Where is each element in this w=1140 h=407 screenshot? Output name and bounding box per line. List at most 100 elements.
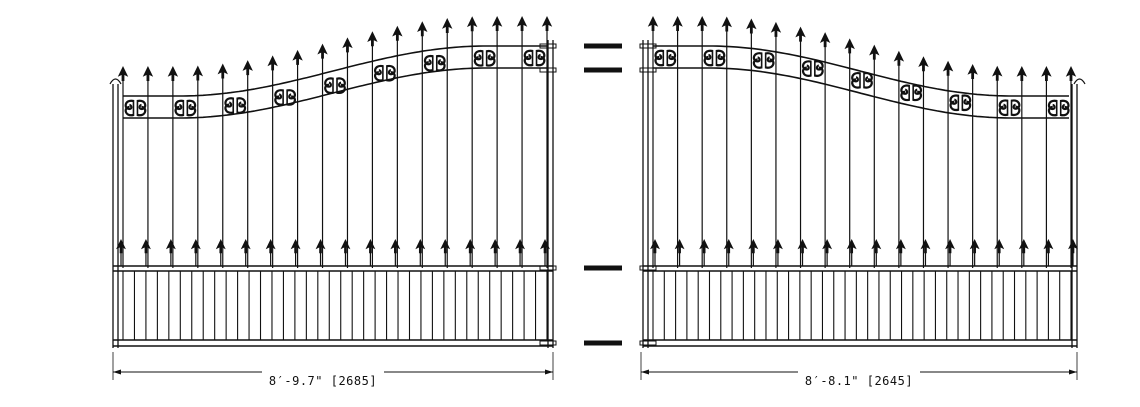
scroll-13-left-curl	[423, 54, 434, 66]
scroll-17-left-lower-curl	[1047, 105, 1057, 117]
scroll-5-right-curl	[765, 52, 775, 63]
scroll-11-right-curl	[912, 84, 923, 95]
finial-mid-2	[674, 239, 685, 254]
scroll-17-right-curl	[1060, 99, 1070, 111]
finial-mid-11	[365, 239, 376, 254]
scroll-3-left-lower-curl	[703, 55, 713, 67]
scroll-7-left-lower-curl	[274, 95, 284, 106]
right-dimension-arrow-end	[1069, 369, 1077, 375]
hinge-tab-left-2	[539, 67, 557, 73]
finial-top-17	[1041, 66, 1052, 81]
finial-mid-17	[515, 239, 525, 254]
scroll-1-right-lower-curl	[667, 55, 677, 67]
scroll-13-right-lower-curl	[962, 100, 972, 112]
finial-mid-5	[748, 239, 759, 254]
finial-top-2	[142, 66, 154, 81]
finial-top-18	[1065, 66, 1077, 81]
scroll-9-left-lower-curl	[324, 83, 334, 94]
finial-top-5	[746, 18, 757, 34]
scroll-11-left-lower-curl	[900, 90, 910, 102]
finial-top-4	[721, 16, 732, 32]
scroll-11-left-curl	[900, 84, 910, 95]
scroll-15	[998, 99, 1021, 117]
finial-top-17	[516, 16, 528, 31]
left-dimension-label: 8′-9.7" [2685]	[269, 374, 377, 388]
finial-top-15	[466, 16, 478, 32]
scroll-3-right-curl	[716, 49, 726, 61]
finial-mid-18	[540, 239, 550, 254]
scroll-3-left-curl	[174, 99, 184, 111]
finial-mid-4	[190, 239, 201, 254]
finial-top-4	[192, 65, 204, 81]
scroll-3	[174, 99, 197, 117]
finial-mid-3	[165, 239, 176, 254]
hinge-tab-right-2	[639, 67, 657, 73]
scroll-9-left-curl	[851, 72, 861, 83]
finial-top-15	[992, 65, 1003, 81]
hinge-bracket-3	[584, 265, 622, 271]
scroll-15-left-lower-curl	[998, 105, 1008, 117]
scroll-5-left-lower-curl	[752, 58, 762, 69]
scroll-11	[374, 64, 396, 82]
finial-top-16	[1016, 66, 1028, 81]
finial-mid-18	[1068, 239, 1078, 254]
hinge-brackets	[539, 43, 657, 346]
scroll-1-right-curl	[667, 49, 677, 61]
scroll-5-right-lower-curl	[765, 58, 775, 69]
scroll-13-right-lower-curl	[436, 61, 446, 72]
finial-top-11	[367, 31, 378, 47]
finial-mid-13	[415, 239, 426, 254]
top-rail-upper	[653, 45, 1069, 97]
finial-top-5	[217, 63, 228, 79]
scroll-5-left-curl	[224, 97, 234, 108]
finial-mid-5	[215, 239, 226, 254]
scroll-17-right-lower-curl	[536, 55, 546, 67]
finial-mid-6	[240, 239, 251, 254]
finial-top-9	[844, 38, 855, 54]
outer-post-cap	[1073, 78, 1086, 85]
finial-top-8	[819, 32, 831, 48]
hinge-tab-right-3	[639, 265, 657, 271]
hinge-bracket-1	[584, 43, 622, 49]
finial-mid-14	[969, 239, 980, 254]
scroll-5	[224, 97, 247, 114]
finial-top-1	[647, 16, 659, 31]
scroll-11	[900, 84, 923, 102]
scroll-15-right-lower-curl	[1011, 105, 1021, 117]
finial-top-13	[417, 21, 428, 37]
finial-top-12	[392, 25, 403, 41]
scroll-3-right-lower-curl	[716, 55, 726, 67]
scroll-7-left-curl	[801, 60, 812, 71]
scroll-9-right-curl	[336, 77, 346, 88]
finial-top-8	[292, 49, 303, 65]
scroll-17-left-lower-curl	[523, 55, 533, 67]
scroll-9	[851, 72, 873, 89]
scroll-3-right-curl	[187, 99, 197, 111]
scroll-17-left-curl	[523, 49, 533, 61]
finial-top-10	[869, 44, 880, 60]
finial-mid-9	[846, 239, 857, 254]
scroll-7	[801, 60, 824, 77]
scroll-11-left-curl	[374, 64, 384, 76]
finial-mid-15	[465, 239, 476, 254]
right-dimension-arrow-start	[641, 369, 649, 375]
scroll-13-left-lower-curl	[949, 100, 959, 112]
finial-top-9	[317, 43, 328, 59]
scroll-1-left-lower-curl	[654, 55, 664, 67]
finial-mid-2	[141, 239, 151, 254]
hinge-tab-right-1	[639, 43, 657, 49]
hinge-bracket-2	[584, 67, 622, 73]
finial-mid-17	[1043, 239, 1054, 254]
top-rail-lower	[653, 67, 1069, 119]
scroll-7-right-lower-curl	[814, 66, 824, 77]
finial-mid-6	[773, 239, 783, 254]
top-rail-lower	[123, 67, 547, 119]
scroll-1-right-curl	[137, 99, 147, 111]
scroll-9-left-lower-curl	[851, 78, 861, 89]
finial-top-7	[267, 55, 278, 71]
finial-mid-13	[945, 239, 955, 254]
hinge-tab-left-4	[539, 340, 557, 346]
scroll-3-right-lower-curl	[187, 105, 197, 117]
hinge-tab-right-4	[639, 340, 657, 346]
